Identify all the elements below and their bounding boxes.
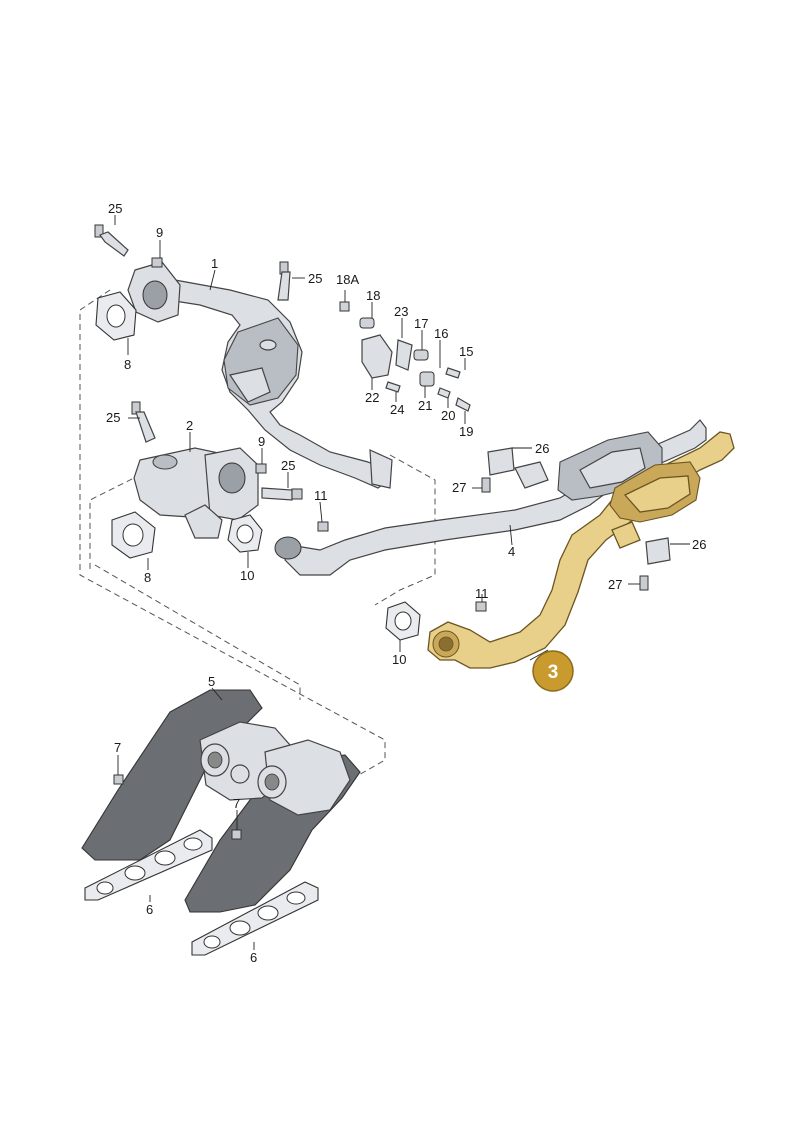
callout-21[interactable]: 21 — [418, 398, 432, 413]
callout-22[interactable]: 22 — [365, 390, 379, 405]
part-1-catalytic-converter[interactable] — [149, 274, 393, 489]
leader-lines — [114, 215, 690, 950]
part-10-gasket-lower[interactable] — [385, 601, 421, 641]
callout-10[interactable]: 10 — [240, 568, 254, 583]
callout-10[interactable]: 10 — [392, 652, 406, 667]
highlighted-part-badge[interactable]: 3 — [532, 650, 574, 692]
callout-25[interactable]: 25 — [308, 271, 322, 286]
callout-6[interactable]: 6 — [146, 902, 153, 917]
callout-18a[interactable]: 18A — [336, 272, 359, 287]
callout-2[interactable]: 2 — [186, 418, 193, 433]
callout-7[interactable]: 7 — [233, 796, 240, 811]
callout-3-highlighted: 3 — [548, 662, 559, 683]
callout-5[interactable]: 5 — [208, 674, 215, 689]
callout-8[interactable]: 8 — [124, 357, 131, 372]
callout-26[interactable]: 26 — [692, 537, 706, 552]
part-1-inlet-flange[interactable] — [127, 261, 181, 323]
callout-25[interactable]: 25 — [108, 201, 122, 216]
part-25-oxygen-sensor-1[interactable] — [94, 224, 129, 257]
callout-24[interactable]: 24 — [390, 402, 404, 417]
hardware-mounting-bracket-26-lower[interactable] — [645, 537, 671, 565]
part-25-oxygen-sensor-3[interactable] — [131, 401, 156, 443]
callout-23[interactable]: 23 — [394, 304, 408, 319]
callout-11[interactable]: 11 — [314, 488, 328, 503]
callout-27[interactable]: 27 — [452, 480, 466, 495]
callout-25[interactable]: 25 — [281, 458, 295, 473]
part-25-oxygen-sensor-2[interactable] — [277, 261, 291, 301]
callout-20[interactable]: 20 — [441, 408, 455, 423]
callout-18[interactable]: 18 — [366, 288, 380, 303]
callout-1[interactable]: 1 — [211, 256, 218, 271]
callout-25[interactable]: 25 — [106, 410, 120, 425]
hardware-bracket-group[interactable] — [339, 301, 471, 412]
callout-27[interactable]: 27 — [608, 577, 622, 592]
part-8-gasket-upper[interactable] — [95, 291, 137, 341]
callout-15[interactable]: 15 — [459, 344, 473, 359]
part-6-manifold-gasket-upper[interactable] — [84, 829, 213, 901]
callout-4[interactable]: 4 — [508, 544, 515, 559]
callout-26[interactable]: 26 — [535, 441, 549, 456]
part-8-gasket-lower[interactable] — [111, 511, 156, 559]
callout-16[interactable]: 16 — [434, 326, 448, 341]
part-10-gasket-upper[interactable] — [227, 514, 263, 553]
part-2-catalytic-converter[interactable] — [133, 447, 259, 539]
callout-9[interactable]: 9 — [156, 225, 163, 240]
callout-9[interactable]: 9 — [258, 434, 265, 449]
callout-8[interactable]: 8 — [144, 570, 151, 585]
callout-19[interactable]: 19 — [459, 424, 473, 439]
part-5-turbocharger-assembly[interactable] — [81, 689, 361, 913]
hardware-nuts-and-bolts[interactable] — [113, 257, 649, 840]
part-25-oxygen-sensor-4[interactable] — [261, 487, 303, 501]
callout-labels: 25 9 1 25 18A 18 23 17 16 15 8 22 24 21 … — [106, 201, 706, 965]
part-6-manifold-gasket-lower[interactable] — [191, 881, 319, 956]
callout-6[interactable]: 6 — [250, 950, 257, 965]
callout-11[interactable]: 11 — [475, 586, 489, 601]
callout-17[interactable]: 17 — [414, 316, 428, 331]
part-3-exhaust-pipe-highlighted[interactable] — [427, 431, 735, 669]
callout-7[interactable]: 7 — [114, 740, 121, 755]
hardware-mounting-bracket-26-upper[interactable] — [487, 447, 515, 476]
